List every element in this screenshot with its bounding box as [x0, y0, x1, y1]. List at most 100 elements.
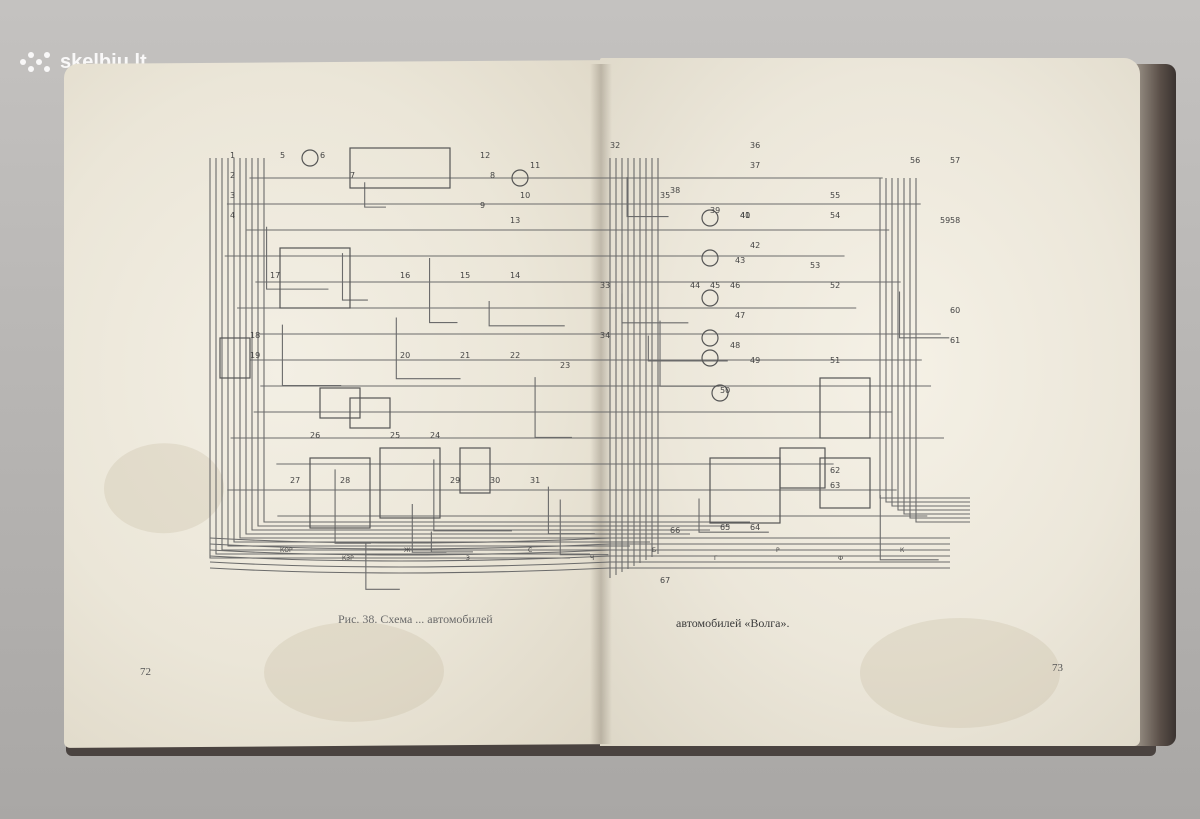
wire	[488, 301, 565, 327]
lamp-symbol	[701, 289, 719, 307]
component-number: 17	[270, 271, 280, 280]
component-number: 62	[830, 466, 840, 475]
component-number: 34	[600, 331, 610, 340]
component-number: 8	[490, 171, 495, 180]
component-number: 26	[310, 431, 320, 440]
wire-bundle	[209, 567, 950, 574]
component-number: 60	[950, 306, 960, 315]
component-number: 14	[510, 271, 520, 280]
component-number: 59	[940, 216, 950, 225]
component-number: 20	[400, 351, 410, 360]
component-number: 23	[560, 361, 570, 370]
wire-color-code: К	[900, 547, 905, 554]
component-number: 1	[230, 151, 235, 160]
wire	[341, 253, 368, 301]
wire-color-code: С	[528, 547, 532, 554]
component-box	[349, 397, 391, 429]
component-number: 55	[830, 191, 840, 200]
component-number: 28	[340, 476, 350, 485]
component-number: 16	[400, 271, 410, 280]
figure-caption-left: Рис. 38. Схема ... автомобилей	[338, 612, 493, 626]
component-number: 63	[830, 481, 840, 490]
component-number: 11	[530, 161, 540, 170]
component-number: 51	[830, 356, 840, 365]
wire-color-code: З	[466, 555, 470, 562]
wire-bundle	[897, 178, 970, 511]
lamp-symbol	[301, 149, 319, 167]
wire-bundle	[209, 158, 570, 559]
page-number-left: 72	[140, 666, 151, 678]
wire	[647, 335, 728, 362]
component-number: 43	[735, 256, 745, 265]
wire-bundle	[257, 158, 730, 527]
component-number: 58	[950, 216, 960, 225]
component-number: 65	[720, 523, 730, 532]
component-box	[349, 147, 451, 189]
component-number: 48	[730, 341, 740, 350]
wire	[334, 469, 371, 544]
component-number: 67	[660, 576, 670, 585]
wire-bundle	[263, 158, 750, 523]
wire-color-code: Р	[776, 547, 780, 554]
component-box	[819, 377, 871, 439]
component-number: 36	[750, 141, 760, 150]
wire-bundle	[245, 158, 690, 535]
wire	[429, 257, 458, 324]
component-box	[279, 247, 351, 309]
wire-bundle	[221, 158, 610, 551]
component-number: 18	[250, 331, 260, 340]
wire	[659, 320, 720, 387]
wire	[365, 542, 400, 590]
component-box	[459, 447, 491, 494]
wire-bundle	[251, 158, 710, 531]
wire	[534, 377, 572, 438]
component-number: 54	[830, 211, 840, 220]
wire	[559, 499, 609, 556]
wire-bundle	[891, 178, 970, 507]
component-number: 10	[520, 191, 530, 200]
component-box	[779, 447, 826, 489]
paper-stain	[860, 618, 1060, 728]
paper-stain	[264, 621, 444, 723]
wire	[281, 324, 342, 387]
wire-bundle	[209, 549, 950, 556]
component-box	[379, 447, 441, 519]
component-box	[709, 457, 781, 524]
component-number: 15	[460, 271, 470, 280]
component-number: 37	[750, 161, 760, 170]
lamp-symbol	[701, 349, 719, 367]
wire	[364, 182, 386, 208]
component-number: 4	[230, 211, 235, 220]
component-number: 24	[430, 431, 440, 440]
component-number: 49	[750, 356, 760, 365]
component-number: 19	[250, 351, 260, 360]
wire-bundle	[885, 178, 970, 503]
component-box	[309, 457, 371, 529]
component-number: 33	[600, 281, 610, 290]
component-number: 64	[750, 523, 760, 532]
component-number: 38	[670, 186, 680, 195]
book-gutter	[590, 64, 612, 744]
wire	[547, 486, 595, 535]
wire	[395, 317, 461, 380]
component-number: 2	[230, 171, 235, 180]
component-number: 22	[510, 351, 520, 360]
component-number: 12	[480, 151, 490, 160]
component-number: 50	[720, 386, 730, 395]
component-number: 56	[910, 156, 920, 165]
component-number: 21	[460, 351, 470, 360]
wire-bundle	[903, 178, 970, 515]
component-number: 6	[320, 151, 325, 160]
wire-bundle	[915, 178, 970, 523]
wire-color-code: Ф	[838, 555, 843, 562]
component-number: 42	[750, 241, 760, 250]
lamp-symbol	[701, 249, 719, 267]
wire	[626, 177, 669, 218]
wire-bundle	[909, 178, 970, 519]
component-number: 57	[950, 156, 960, 165]
component-number: 31	[530, 476, 540, 485]
figure-caption-right: автомобилей «Волга».	[676, 616, 790, 630]
lamp-symbol	[701, 209, 719, 227]
component-number: 30	[490, 476, 500, 485]
